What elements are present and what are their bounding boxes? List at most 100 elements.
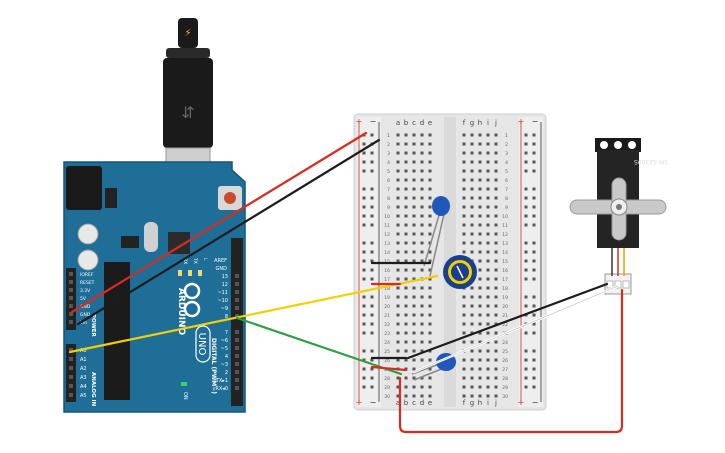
breadboard-hole[interactable] (470, 223, 474, 227)
breadboard-hole[interactable] (428, 250, 432, 254)
breadboard-hole[interactable] (486, 385, 490, 389)
breadboard-hole[interactable] (404, 241, 408, 245)
header-pin[interactable] (69, 272, 73, 276)
breadboard-hole[interactable] (428, 295, 432, 299)
breadboard-hole[interactable] (478, 142, 482, 146)
breadboard-hole[interactable] (478, 268, 482, 272)
breadboard-hole[interactable] (486, 160, 490, 164)
rail-hole[interactable] (524, 160, 528, 164)
header-pin[interactable] (69, 357, 73, 361)
rail-hole[interactable] (370, 241, 374, 245)
breadboard-hole[interactable] (396, 259, 400, 263)
breadboard-hole[interactable] (428, 304, 432, 308)
rail-hole[interactable] (532, 277, 536, 281)
rail-hole[interactable] (532, 169, 536, 173)
breadboard-hole[interactable] (420, 313, 424, 317)
breadboard-hole[interactable] (396, 214, 400, 218)
breadboard-hole[interactable] (396, 394, 400, 398)
rail-hole[interactable] (524, 385, 528, 389)
breadboard-hole[interactable] (486, 268, 490, 272)
breadboard-hole[interactable] (404, 133, 408, 137)
breadboard-hole[interactable] (486, 349, 490, 353)
breadboard-hole[interactable] (412, 250, 416, 254)
breadboard-hole[interactable] (396, 295, 400, 299)
breadboard-hole[interactable] (486, 151, 490, 155)
wire-bottom-red[interactable] (370, 365, 408, 372)
rail-hole[interactable] (532, 223, 536, 227)
breadboard-hole[interactable] (470, 241, 474, 245)
breadboard-hole[interactable] (412, 178, 416, 182)
breadboard-hole[interactable] (412, 205, 416, 209)
rail-hole[interactable] (370, 322, 374, 326)
breadboard-hole[interactable] (478, 259, 482, 263)
breadboard-hole[interactable] (404, 376, 408, 380)
breadboard-hole[interactable] (420, 223, 424, 227)
breadboard-hole[interactable] (412, 196, 416, 200)
breadboard-hole[interactable] (478, 295, 482, 299)
breadboard-hole[interactable] (428, 286, 432, 290)
breadboard-hole[interactable] (396, 160, 400, 164)
breadboard-hole[interactable] (494, 385, 498, 389)
breadboard-hole[interactable] (494, 376, 498, 380)
breadboard-hole[interactable] (494, 340, 498, 344)
breadboard-hole[interactable] (412, 160, 416, 164)
wire-a0-yellow[interactable] (68, 274, 439, 354)
rail-hole[interactable] (524, 259, 528, 263)
breadboard-hole[interactable] (428, 232, 432, 236)
breadboard-hole[interactable] (420, 187, 424, 191)
breadboard-hole[interactable] (420, 349, 424, 353)
breadboard-hole[interactable] (478, 385, 482, 389)
rail-hole[interactable] (532, 367, 536, 371)
breadboard-hole[interactable] (494, 196, 498, 200)
breadboard-hole[interactable] (428, 205, 432, 209)
rail-hole[interactable] (532, 313, 536, 317)
breadboard-hole[interactable] (478, 322, 482, 326)
breadboard-hole[interactable] (420, 385, 424, 389)
breadboard-hole[interactable] (462, 232, 466, 236)
breadboard-hole[interactable] (396, 178, 400, 182)
breadboard-hole[interactable] (470, 340, 474, 344)
header-pin[interactable] (235, 306, 239, 310)
breadboard-hole[interactable] (396, 232, 400, 236)
breadboard-hole[interactable] (428, 358, 432, 362)
header-pin[interactable] (235, 314, 239, 318)
breadboard-hole[interactable] (486, 286, 490, 290)
breadboard-hole[interactable] (420, 205, 424, 209)
header-pin[interactable] (69, 280, 73, 284)
rail-hole[interactable] (524, 133, 528, 137)
breadboard-hole[interactable] (412, 232, 416, 236)
rail-hole[interactable] (532, 295, 536, 299)
breadboard-hole[interactable] (486, 178, 490, 182)
breadboard-hole[interactable] (478, 214, 482, 218)
breadboard-hole[interactable] (478, 223, 482, 227)
breadboard-hole[interactable] (462, 385, 466, 389)
breadboard-hole[interactable] (428, 322, 432, 326)
rail-hole[interactable] (362, 169, 366, 173)
rail-hole[interactable] (524, 268, 528, 272)
rail-hole[interactable] (362, 277, 366, 281)
header-pin[interactable] (69, 384, 73, 388)
header-pin[interactable] (69, 393, 73, 397)
breadboard-hole[interactable] (404, 286, 408, 290)
breadboard-hole[interactable] (470, 214, 474, 218)
rail-hole[interactable] (524, 169, 528, 173)
rail-hole[interactable] (370, 268, 374, 272)
breadboard-hole[interactable] (420, 322, 424, 326)
breadboard-hole[interactable] (486, 394, 490, 398)
rail-hole[interactable] (362, 313, 366, 317)
rail-hole[interactable] (362, 151, 366, 155)
breadboard-hole[interactable] (478, 250, 482, 254)
breadboard-hole[interactable] (486, 205, 490, 209)
breadboard-hole[interactable] (428, 241, 432, 245)
breadboard-hole[interactable] (462, 142, 466, 146)
breadboard-hole[interactable] (470, 295, 474, 299)
breadboard-hole[interactable] (404, 214, 408, 218)
breadboard-hole[interactable] (404, 304, 408, 308)
breadboard-hole[interactable] (470, 196, 474, 200)
breadboard-hole[interactable] (404, 259, 408, 263)
rail-hole[interactable] (532, 304, 536, 308)
breadboard-hole[interactable] (478, 133, 482, 137)
breadboard-hole[interactable] (428, 187, 432, 191)
header-pin[interactable] (235, 274, 239, 278)
rail-hole[interactable] (532, 160, 536, 164)
